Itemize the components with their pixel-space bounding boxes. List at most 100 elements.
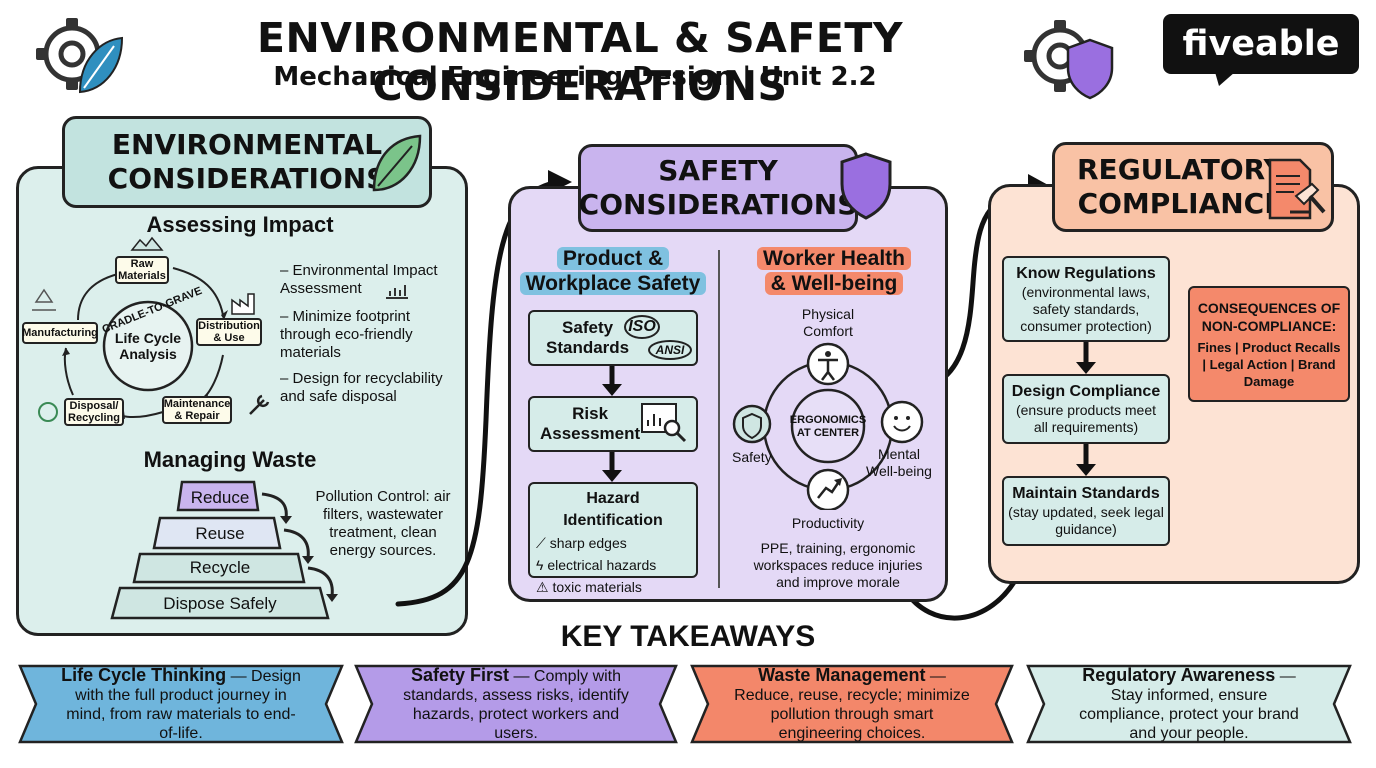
standards-line-2: Standards (546, 338, 630, 357)
mental-2: Well-being (866, 463, 932, 479)
leaf-icon (372, 134, 422, 192)
ergonomics-center: ERGONOMICS AT CENTER (784, 414, 872, 440)
takeaway-life-cycle: Life Cycle Thinking — Design with the fu… (20, 664, 342, 742)
lca-line-2: Analysis (119, 346, 177, 362)
safety-divider (718, 250, 720, 588)
takeaway-3-bold: Waste Management (758, 664, 926, 685)
standards-line-1: Safety (562, 318, 614, 337)
reg-down-arrow-2 (1076, 444, 1096, 476)
takeaway-waste-management: Waste Management — Reduce, reuse, recycl… (692, 664, 1012, 742)
takeaway-3-text: — Reduce, reuse, recycle; minimize pollu… (734, 667, 970, 742)
takeaway-regulatory-awareness: Regulatory Awareness — Stay informed, en… (1028, 664, 1350, 742)
physical-1: Physical (801, 306, 855, 322)
node-maint-2: & Repair (174, 410, 220, 422)
hazard-sharp-edges: ⟋ sharp edges (536, 532, 656, 554)
waste-reuse: Reuse (195, 524, 245, 543)
design-compliance-detail: (ensure products meet all requirements) (1015, 402, 1157, 435)
bar-chart-icon (386, 285, 408, 299)
takeaway-2-text: — Comply with standards, assess risks, i… (403, 667, 629, 742)
hazard-title: Hazard Identification (563, 490, 663, 529)
takeaway-1-text: — Design with the full product journey i… (66, 667, 301, 742)
node-dist-2: & Use (213, 332, 245, 344)
hazard-identification-box: Hazard Identification ⟋ sharp edges ϟ el… (528, 482, 698, 595)
node-raw-2: Materials (118, 270, 166, 282)
worker-note: PPE, training, ergonomic workspaces redu… (753, 540, 923, 590)
takeaway-4-text: — Stay informed, ensure compliance, prot… (1079, 667, 1299, 742)
know-regulations-title: Know Regulations (1016, 264, 1156, 282)
safety-standards-box: Safety Standards (528, 310, 698, 366)
productivity-label: Productivity (791, 515, 865, 531)
maintain-standards-title: Maintain Standards (1012, 485, 1160, 502)
environmental-title-2: CONSIDERATIONS (107, 162, 387, 195)
takeaway-4-bold: Regulatory Awareness (1082, 664, 1276, 685)
fiveable-logo[interactable]: fiveable (1163, 14, 1359, 74)
takeaway-2-bold: Safety First (410, 664, 509, 685)
safety-title-2: CONSIDERATIONS (578, 188, 858, 221)
pollution-control-text: Pollution Control: air filters, wastewat… (315, 488, 451, 559)
regulatory-title-1: REGULATORY (1077, 153, 1284, 186)
know-regulations-box: Know Regulations (environmental laws, sa… (1002, 256, 1170, 342)
design-compliance-title: Design Compliance (1011, 383, 1161, 400)
hazard-1-text: sharp edges (549, 535, 627, 551)
design-compliance-box: Design Compliance (ensure products meet … (1002, 374, 1170, 444)
environmental-title-1: ENVIRONMENTAL (111, 128, 383, 161)
env-bullet-1: – Environmental Impact Assessment (280, 262, 438, 297)
env-bullet-3: – Design for recyclability and safe disp… (280, 370, 443, 405)
hazard-electrical: ϟ electrical hazards (536, 554, 656, 576)
waste-pyramid (110, 480, 338, 620)
warning-icon: ⚠ (536, 579, 553, 595)
hazard-3-text: toxic materials (552, 579, 642, 595)
life-cycle-analysis-center: Life Cycle Analysis (108, 330, 188, 362)
node-raw-1: Raw (130, 258, 154, 270)
regulatory-title-2: COMPLIANCE (1077, 187, 1284, 220)
managing-waste-title: Managing Waste (143, 447, 317, 472)
logo-tail (1215, 72, 1235, 86)
hazard-toxic: ⚠ toxic materials (536, 576, 656, 598)
env-bullet-3-text: Design for recyclability and safe dispos… (280, 370, 443, 405)
mental-wellbeing-label: Mental Well-being (858, 446, 940, 480)
physical-comfort-label: Physical Comfort (780, 306, 876, 340)
safety-label: Safety (732, 449, 772, 465)
key-takeaways-title: KEY TAKEAWAYS (560, 620, 816, 653)
env-bullet-2-text: Minimize footprint through eco-friendly … (280, 308, 413, 361)
sharp-edge-icon: ⟋ (536, 535, 550, 551)
takeaway-banners (18, 664, 1352, 744)
waste-reduce: Reduce (190, 488, 250, 507)
env-bullet-1-text: Environmental Impact Assessment (280, 262, 438, 297)
consequences-title: CONSEQUENCES OF NON-COMPLIANCE: (1197, 299, 1341, 334)
down-arrow-1 (602, 366, 622, 396)
worker-health-tag: Worker Health & Well-being (736, 246, 932, 296)
consequences-box: CONSEQUENCES OF NON-COMPLIANCE: Fines | … (1188, 286, 1350, 402)
node-disp-1: Disposal/ (69, 400, 119, 412)
gear-leaf-icon (36, 18, 124, 94)
assessing-impact-title: Assessing Impact (146, 212, 334, 237)
ergo-center-1: ERGONOMICS (789, 414, 867, 426)
node-maint-1: Maintenance (163, 398, 231, 410)
page-title: ENVIRONMENTAL & SAFETY CONSIDERATIONS (256, 14, 904, 110)
node-disposal-recycling: Disposal/Recycling (64, 398, 124, 426)
takeaway-safety-first: Safety First — Comply with standards, as… (356, 664, 676, 742)
gear-shield-icon (1024, 20, 1114, 100)
know-regulations-detail: (environmental laws, safety standards, c… (1020, 283, 1152, 334)
maintain-standards-box: Maintain Standards (stay updated, seek l… (1002, 476, 1170, 546)
reg-down-arrow-1 (1076, 342, 1096, 374)
node-disp-2: Recycling (68, 412, 120, 424)
node-manufacturing: Manufacturing (22, 322, 98, 344)
page-subtitle: Mechanical Engineering Design | Unit 2.2 (273, 62, 877, 92)
risk-line-1: Risk (572, 404, 609, 423)
ergonomics-diagram (732, 342, 924, 510)
waste-recycle: Recycle (189, 558, 251, 577)
product-safety-tag: Product & Workplace Safety (518, 246, 708, 296)
worker-title-2: & Well-being (764, 272, 904, 295)
shield-icon (840, 152, 892, 220)
product-title-2: Workplace Safety (519, 272, 707, 295)
risk-line-2: Assessment (540, 424, 641, 443)
lightning-icon: ϟ (536, 557, 548, 573)
waste-dispose-safely: Dispose Safely (163, 594, 277, 613)
takeaway-1-bold: Life Cycle Thinking (61, 664, 227, 685)
product-title-1: Product & (556, 247, 670, 270)
gavel-document-icon (1268, 158, 1326, 220)
